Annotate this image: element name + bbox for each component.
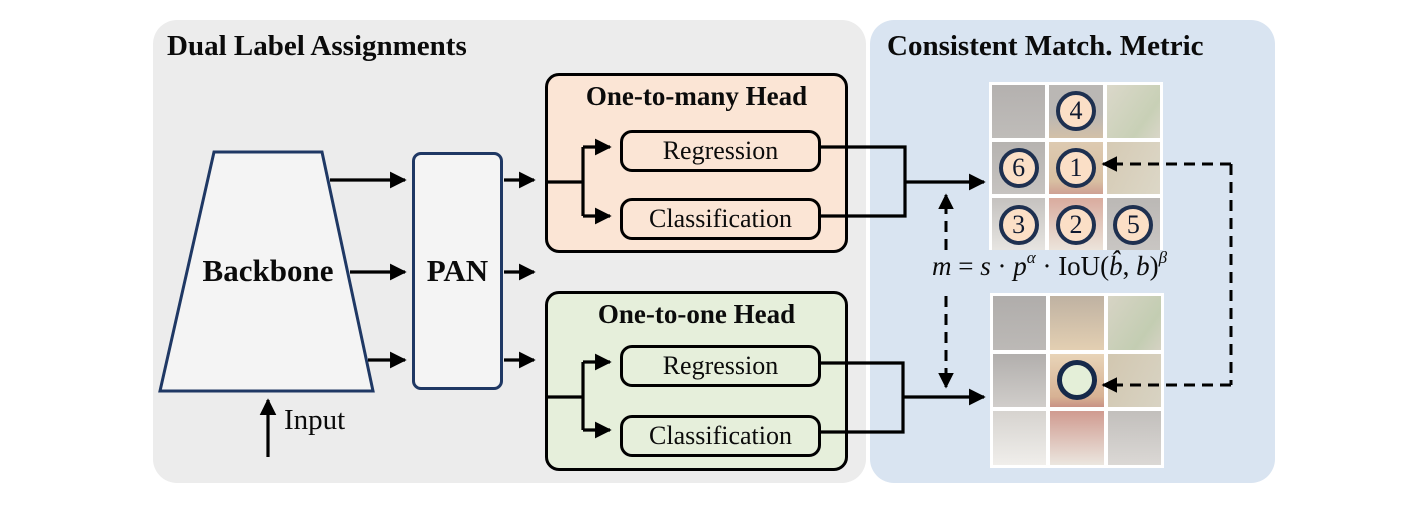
input-label: Input — [284, 404, 346, 436]
selected-anchor-marker — [1056, 360, 1097, 401]
one-to-one-head-box: One-to-one Head Regression Classificatio… — [545, 291, 848, 471]
backbone-trapezoid — [158, 150, 375, 393]
grid-cell — [1107, 411, 1161, 465]
grid-cell: 5 — [1106, 198, 1160, 251]
one-to-one-regression-box: Regression — [620, 345, 821, 387]
formula-m: m — [932, 251, 952, 281]
grid-cell: 1 — [1049, 141, 1103, 195]
metric-panel-title: Consistent Match. Metric — [887, 30, 1204, 62]
grid-cell — [1107, 353, 1161, 408]
grid-cell — [1107, 296, 1161, 350]
formula-p: p — [1013, 251, 1027, 281]
pan-box: PAN — [412, 152, 503, 390]
grid-cell — [1050, 353, 1104, 408]
anchor-marker-4: 4 — [1055, 91, 1096, 132]
anchor-marker-1: 1 — [1055, 147, 1096, 188]
one-to-many-assignment-grid: 4 6 1 3 2 5 — [989, 82, 1163, 254]
one-to-one-assignment-grid — [990, 293, 1164, 468]
formula-dot: · — [1035, 251, 1059, 281]
one-to-many-head-title: One-to-many Head — [585, 81, 808, 111]
anchor-marker-6: 6 — [998, 147, 1039, 188]
anchor-marker-5: 5 — [1113, 204, 1154, 245]
formula-b: b — [1136, 251, 1150, 281]
formula-s: s — [980, 251, 991, 281]
backbone-label: Backbone — [202, 253, 334, 288]
one-to-one-classification-box: Classification — [620, 415, 821, 457]
grid-cell — [992, 85, 1046, 138]
formula-bhat: b̂ — [1109, 251, 1123, 281]
one-to-many-head-box: One-to-many Head Regression Classificati… — [545, 73, 848, 253]
formula-comma: , — [1122, 251, 1137, 281]
dual-panel-title: Dual Label Assignments — [167, 30, 467, 62]
formula-close: ) — [1149, 251, 1159, 281]
grid-cell: 3 — [992, 198, 1046, 251]
grid-cell — [1106, 85, 1160, 138]
pan-label: PAN — [426, 253, 489, 288]
anchor-marker-2: 2 — [1055, 204, 1096, 245]
formula-dot: · — [990, 251, 1014, 281]
grid-cell — [1050, 296, 1104, 350]
formula-alpha: α — [1026, 248, 1036, 267]
grid-cell — [1050, 411, 1104, 465]
anchor-marker-3: 3 — [998, 204, 1039, 245]
matching-metric-formula: m = s · pα · IoU(b̂, b)β — [926, 248, 1174, 283]
grid-cell — [993, 411, 1047, 465]
grid-cell: 4 — [1049, 85, 1103, 138]
grid-cell — [993, 353, 1047, 408]
grid-cell — [993, 296, 1047, 350]
grid-cell — [1106, 141, 1160, 195]
formula-iou: IoU( — [1058, 251, 1110, 281]
grid-cell: 6 — [992, 141, 1046, 195]
one-to-many-regression-box: Regression — [620, 130, 821, 172]
formula-eq: = — [951, 251, 981, 281]
one-to-many-classification-box: Classification — [620, 198, 821, 240]
one-to-one-head-title: One-to-one Head — [597, 299, 796, 329]
formula-beta: β — [1158, 248, 1168, 267]
grid-cell: 2 — [1049, 198, 1103, 251]
